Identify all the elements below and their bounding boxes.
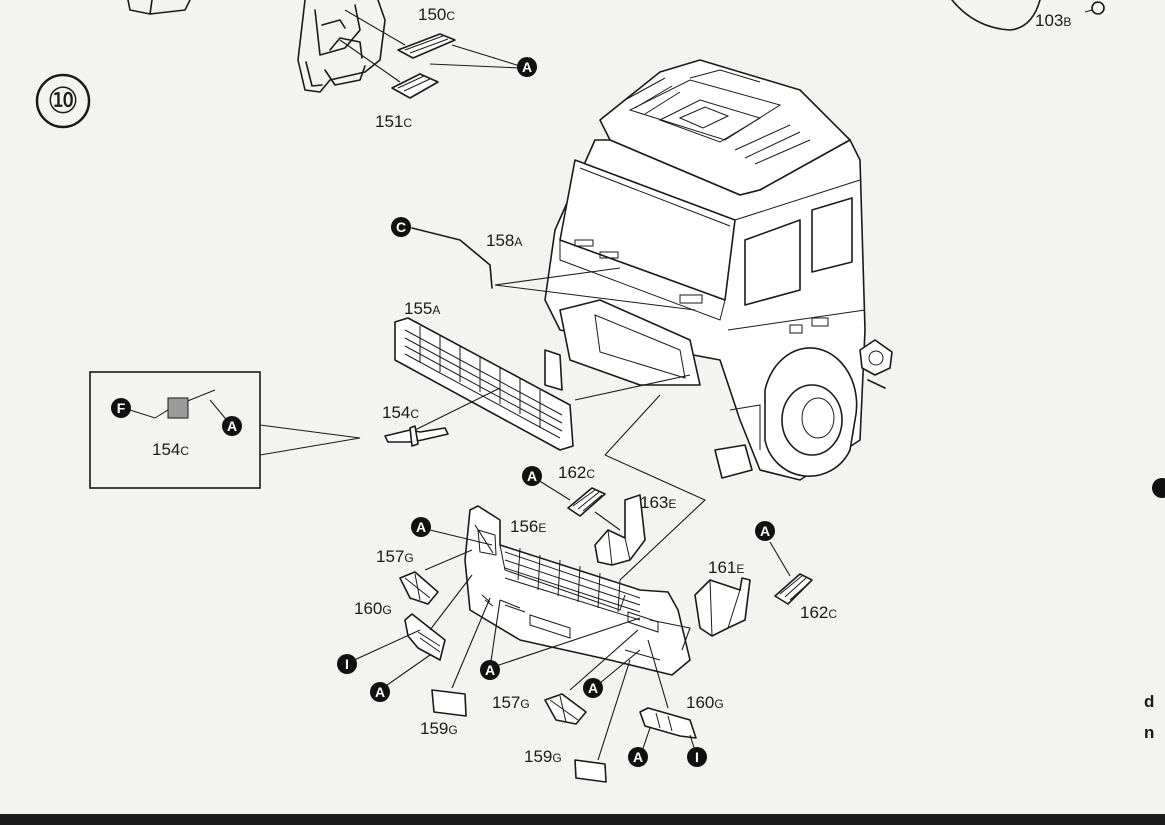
svg-text:A: A <box>416 519 426 535</box>
part-label-150: 150C <box>418 5 455 24</box>
truck-cab <box>544 59 893 481</box>
edge-text-1: d <box>1144 692 1154 711</box>
part-label-156: 156E <box>510 517 546 536</box>
part-157-right-lens <box>544 629 639 725</box>
svg-text:A: A <box>588 680 598 696</box>
part-label-159-left: 159G <box>420 719 458 738</box>
marker-i-right: I <box>687 747 707 767</box>
part-label-161: 161E <box>708 558 744 577</box>
marker-a-162-upper: A <box>522 466 542 486</box>
marker-a-center: A <box>480 660 500 680</box>
edge-text-2: n <box>1144 723 1154 742</box>
part-label-160-left: 160G <box>354 599 392 618</box>
marker-a-top: A <box>517 57 537 77</box>
wheel-fragment <box>951 0 1105 31</box>
part-label-103: 103B <box>1035 11 1071 30</box>
svg-text:I: I <box>345 656 349 672</box>
marker-a-left-lamp: A <box>370 682 390 702</box>
marker-a-right-lens: A <box>583 678 603 698</box>
part-150-plate <box>397 33 456 59</box>
part-label-162-right: 162C <box>800 603 837 622</box>
top-left-fragment <box>127 0 191 15</box>
marker-f-inset: F <box>111 398 131 418</box>
part-157-left-lens <box>399 549 473 605</box>
page-bottom-edge <box>0 814 1165 825</box>
part-151-plate <box>391 73 439 99</box>
part-label-154-inset: 154C <box>152 440 189 459</box>
svg-text:A: A <box>760 523 770 539</box>
part-162-upper-mesh <box>537 479 621 531</box>
part-label-154: 154C <box>382 403 419 422</box>
svg-text:A: A <box>633 749 643 765</box>
part-163-bracket <box>594 494 646 566</box>
part-155-grille <box>394 317 691 451</box>
marker-a-inset: A <box>222 416 242 436</box>
part-159-right-plate <box>574 659 631 783</box>
marker-i-edge <box>1152 478 1165 498</box>
part-label-160-right: 160G <box>686 693 724 712</box>
marker-a-156: A <box>411 517 431 537</box>
part-162-right-mesh <box>769 541 813 605</box>
part-160-right-lamp <box>639 639 697 739</box>
svg-text:I: I <box>695 749 699 765</box>
step-badge: ⑩ <box>35 73 91 129</box>
svg-text:A: A <box>522 59 532 75</box>
marker-a-right-lamp: A <box>628 747 648 767</box>
marker-i-left: I <box>337 654 357 674</box>
part-label-157-left: 157G <box>376 547 414 566</box>
part-label-157-right: 157G <box>492 693 530 712</box>
svg-text:A: A <box>227 418 237 434</box>
part-label-151: 151C <box>375 112 412 131</box>
part-label-159-right: 159G <box>524 747 562 766</box>
detail-inset <box>89 371 361 489</box>
marker-a-162-right: A <box>755 521 775 541</box>
part-154-bracket <box>384 387 501 447</box>
part-159-left-plate <box>431 597 491 717</box>
part-label-163: 163E <box>640 493 676 512</box>
part-label-162-upper: 162C <box>558 463 595 482</box>
part-156-bumper <box>464 505 691 676</box>
marker-c-rail: C <box>391 217 411 237</box>
part-label-158: 158A <box>486 231 522 250</box>
svg-text:A: A <box>375 684 385 700</box>
step-assembly-top <box>297 0 386 93</box>
svg-text:A: A <box>485 662 495 678</box>
svg-text:F: F <box>117 400 126 416</box>
part-158-rail <box>411 227 696 311</box>
svg-text:C: C <box>396 219 406 235</box>
step-number: ⑩ <box>47 81 79 122</box>
part-label-155: 155A <box>404 299 440 318</box>
svg-text:A: A <box>527 468 537 484</box>
part-161-bracket <box>694 577 751 637</box>
